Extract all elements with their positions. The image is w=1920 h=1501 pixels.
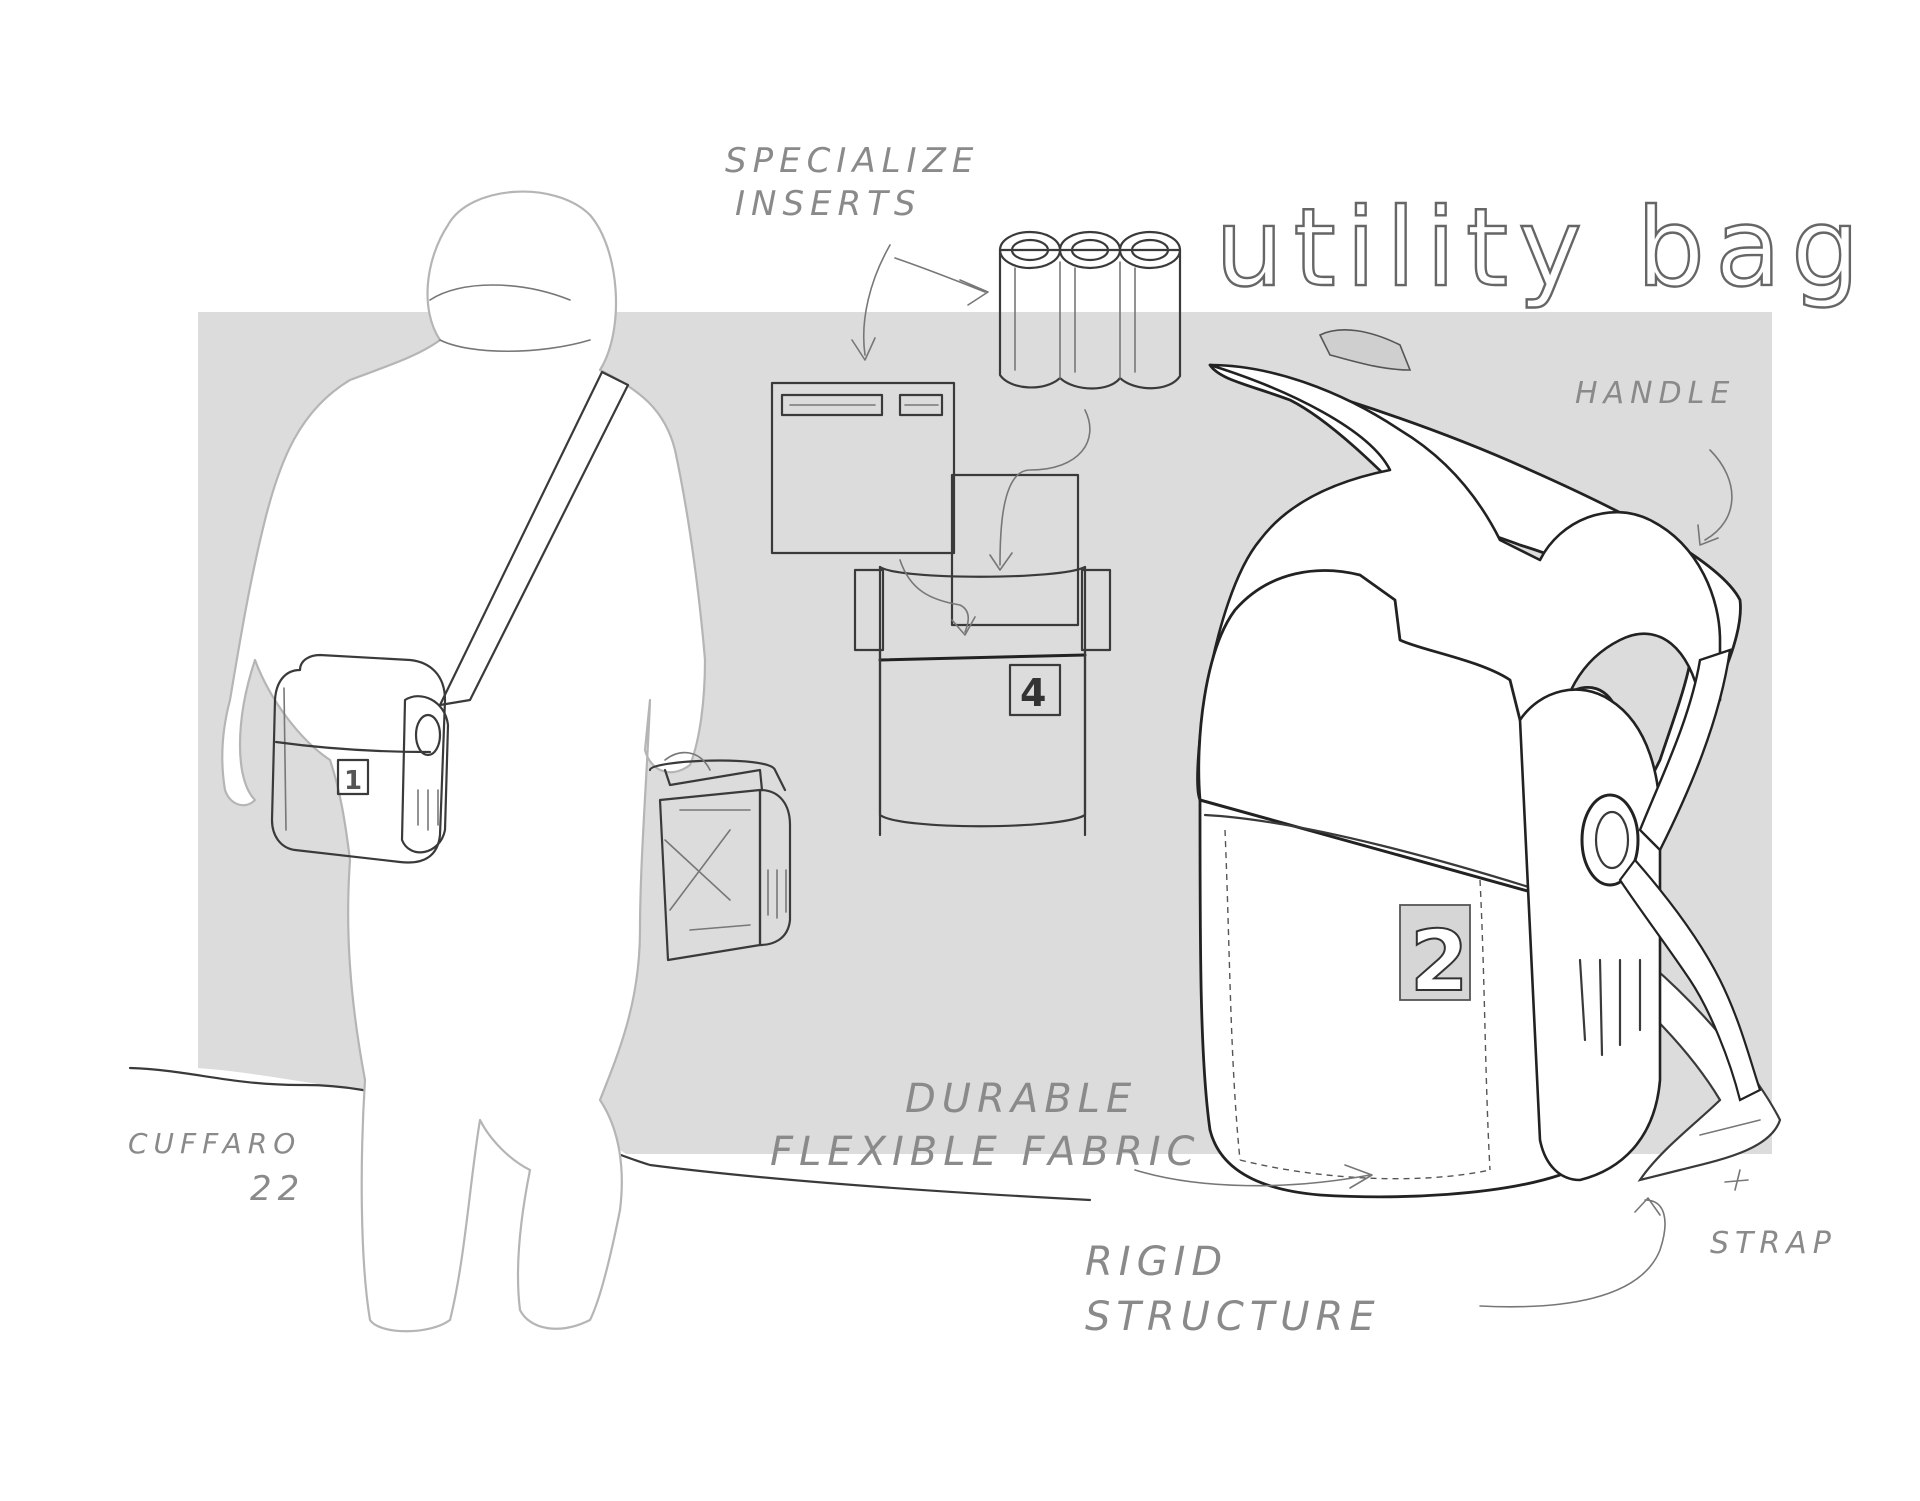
label-specialize: SPECIALIZE — [725, 141, 979, 181]
label-strap: STRAP — [1710, 1226, 1837, 1261]
insert-box: 4 — [853, 473, 1112, 837]
hand-carried-bag — [648, 751, 792, 962]
label-inserts: INSERTS — [735, 184, 922, 224]
astronaut-figure — [221, 190, 707, 1333]
arrow-fabric — [1134, 1164, 1373, 1189]
specialized-insert-panel — [770, 381, 956, 555]
arrow-to-tubes — [894, 257, 989, 306]
label-structure: STRUCTURE — [1085, 1294, 1381, 1340]
signature-year: 22 — [250, 1169, 305, 1209]
shoulder-strap — [438, 370, 630, 707]
arrow-strap — [1724, 1169, 1749, 1191]
triple-tube-insert — [998, 230, 1182, 390]
label-rigid: RIGID — [1085, 1239, 1228, 1285]
arrow-rigid — [1479, 1197, 1666, 1308]
label-flexible-fabric: FLEXIBLE FABRIC — [770, 1129, 1200, 1175]
insert-box-number: 4 — [1020, 671, 1046, 715]
small-bag-number: 1 — [344, 766, 362, 796]
arrow-tubes-to-box — [989, 409, 1091, 571]
page-title: utility bag — [1215, 186, 1870, 311]
main-bag-number: 2 — [1410, 912, 1468, 1010]
small-shoulder-bag: 1 — [270, 653, 450, 864]
arrow-to-panel — [851, 244, 891, 361]
arrow-panel-to-box — [899, 559, 976, 636]
label-handle: HANDLE — [1575, 376, 1735, 411]
main-utility-bag: 2 — [1196, 329, 1782, 1199]
artist-signature: CUFFARO — [128, 1127, 301, 1160]
arrow-handle — [1697, 449, 1733, 546]
label-durable: DURABLE — [905, 1076, 1137, 1122]
